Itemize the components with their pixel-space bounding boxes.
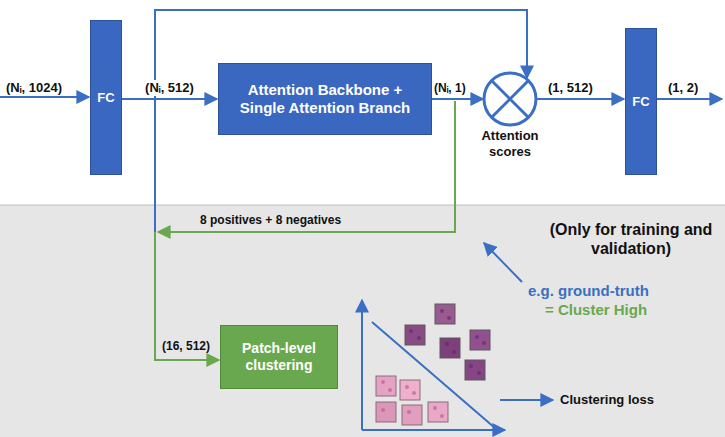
tensor-shape: (Nᵢ, 1024) bbox=[6, 80, 62, 96]
cluster-input-line bbox=[155, 232, 219, 360]
input-arrow bbox=[0, 96, 89, 98]
data-flow-arrow bbox=[122, 98, 217, 100]
ground-truth-arrow bbox=[484, 243, 522, 282]
region-divider bbox=[0, 205, 725, 206]
fc-layer-box: FC bbox=[90, 20, 122, 175]
tensor-shape: (Nᵢ, 1) bbox=[434, 81, 466, 95]
feature-skip-line bbox=[155, 10, 527, 232]
cluster-boundary bbox=[372, 322, 495, 428]
low-patches bbox=[376, 376, 448, 425]
output-arrow bbox=[657, 98, 722, 100]
scope-note: (Only for training and validation) bbox=[540, 220, 722, 258]
clustering-box: Patch-level clustering bbox=[220, 325, 338, 389]
patch-texture bbox=[409, 309, 486, 375]
box-label: Attention Backbone + Single Attention Br… bbox=[225, 81, 425, 117]
patch-texture bbox=[381, 380, 444, 418]
training-ground bbox=[0, 205, 725, 437]
tensor-shape: (Nᵢ, 512) bbox=[143, 80, 196, 96]
output-name: Attention scores bbox=[470, 128, 550, 159]
multiply-symbol bbox=[484, 73, 536, 125]
box-label: FC bbox=[632, 94, 649, 110]
top-ground bbox=[0, 0, 725, 205]
ground-truth-note: e.g. ground-truth bbox=[528, 282, 649, 300]
loss-arrow bbox=[500, 399, 553, 401]
attention-arrow bbox=[432, 98, 483, 100]
tensor-shape: (1, 512) bbox=[548, 80, 593, 96]
tensor-shape: (16, 512) bbox=[162, 339, 210, 353]
cluster-class-note: = Cluster High bbox=[545, 301, 647, 319]
plot-axis bbox=[361, 300, 363, 430]
loss-name: Clustering loss bbox=[560, 392, 654, 408]
multiply-cross bbox=[492, 81, 528, 117]
pooled-arrow bbox=[536, 98, 624, 100]
attention-box: Attention Backbone + Single Attention Br… bbox=[218, 63, 432, 135]
multiply-cross bbox=[492, 81, 528, 117]
high-patches bbox=[405, 304, 490, 380]
box-label: FC bbox=[97, 90, 114, 106]
fc-layer-box: FC bbox=[625, 28, 657, 175]
tensor-shape: (1, 2) bbox=[668, 80, 698, 96]
box-label: Patch-level clustering bbox=[227, 340, 331, 374]
plot-axis bbox=[362, 429, 505, 431]
sampling-note: 8 positives + 8 negatives bbox=[200, 213, 341, 227]
